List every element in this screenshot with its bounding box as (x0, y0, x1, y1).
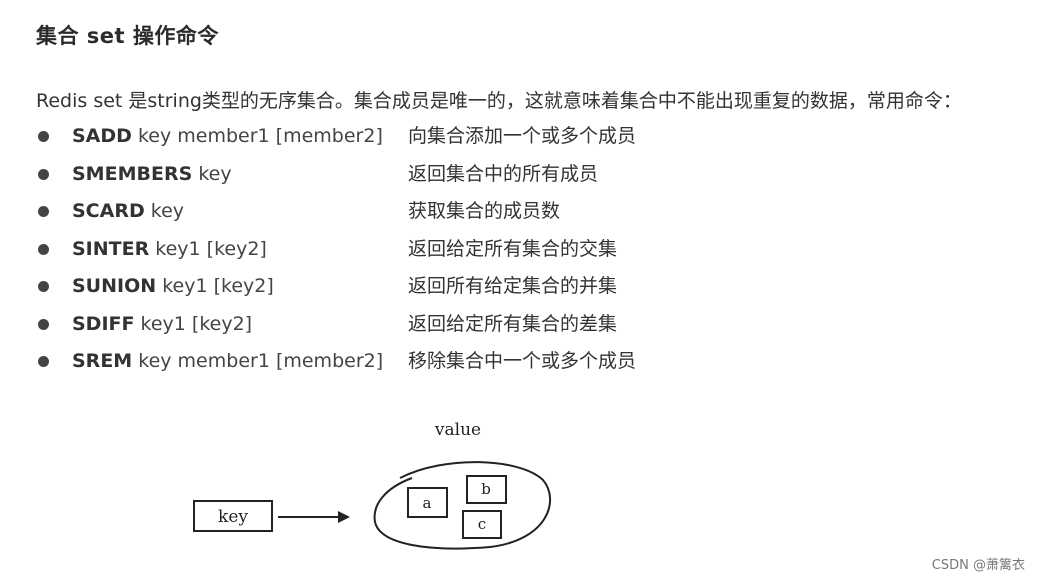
command-description: 返回给定所有集合的交集 (408, 237, 618, 260)
command-name: SCARD (72, 200, 145, 222)
command-item-sunion: SUNION key1 [key2] 返回所有给定集合的并集 (0, 268, 1000, 306)
command-syntax: SADD key member1 [member2] (72, 118, 383, 156)
member-box-c (462, 510, 502, 539)
command-syntax: SMEMBERS key (72, 156, 232, 194)
intro-text: Redis set 是string类型的无序集合。集合成员是唯一的，这就意味着集… (36, 90, 962, 112)
command-syntax: SUNION key1 [key2] (72, 268, 274, 306)
command-item-sadd: SADD key member1 [member2] 向集合添加一个或多个成员 (0, 118, 1000, 156)
command-syntax: SCARD key (72, 193, 184, 231)
command-description: 返回给定所有集合的差集 (408, 312, 618, 335)
bullet-icon (38, 281, 49, 292)
watermark: CSDN @萧篱衣 (931, 558, 1025, 573)
set-structure-diagram: value key a b c (193, 420, 552, 550)
command-args: key1 [key2] (155, 237, 267, 260)
key-label: key (218, 507, 248, 527)
command-syntax: SDIFF key1 [key2] (72, 306, 252, 344)
command-description: 返回集合中的所有成员 (408, 162, 599, 185)
command-list: SADD key member1 [member2] 向集合添加一个或多个成员 … (0, 118, 1000, 381)
bullet-icon (38, 243, 49, 255)
command-description: 移除集合中一个或多个成员 (408, 350, 637, 372)
command-item-smembers: SMEMBERS key 返回集合中的所有成员 (0, 156, 1000, 194)
command-args: key member1 [member2] (137, 125, 383, 147)
set-outline (373, 461, 552, 550)
command-name: SDIFF (72, 312, 135, 335)
member-label-a: a (423, 494, 432, 512)
command-args: key1 [key2] (162, 275, 274, 297)
bullet-icon (38, 131, 49, 142)
command-item-scard: SCARD key 获取集合的成员数 (0, 193, 1000, 231)
page-title: 集合 set 操作命令 (36, 24, 219, 48)
command-name: SUNION (72, 275, 157, 297)
command-name: SADD (72, 125, 132, 147)
bullet-icon (38, 168, 49, 180)
command-name: SMEMBERS (72, 162, 193, 185)
member-box-a (407, 487, 448, 518)
command-syntax: SREM key member1 [member2] (72, 343, 383, 381)
bullet-icon (38, 206, 49, 217)
bullet-icon (38, 356, 49, 367)
command-args: key1 [key2] (140, 312, 253, 335)
member-label-b: b (481, 480, 491, 498)
value-label: value (434, 420, 481, 440)
member-label-c: c (478, 515, 486, 533)
arrow-head-icon (338, 511, 350, 523)
command-name: SINTER (72, 237, 150, 260)
command-description: 向集合添加一个或多个成员 (408, 125, 637, 147)
command-args: key (198, 162, 232, 185)
bullet-icon (38, 318, 49, 330)
command-name: SREM (72, 350, 133, 372)
command-item-srem: SREM key member1 [member2] 移除集合中一个或多个成员 (0, 343, 1000, 381)
command-syntax: SINTER key1 [key2] (72, 231, 267, 269)
command-item-sdiff: SDIFF key1 [key2] 返回给定所有集合的差集 (0, 306, 1000, 344)
command-item-sinter: SINTER key1 [key2] 返回给定所有集合的交集 (0, 231, 1000, 269)
command-args: key member1 [member2] (138, 350, 384, 372)
command-args: key (150, 200, 185, 222)
command-description: 返回所有给定集合的并集 (408, 275, 618, 297)
member-box-b (466, 475, 507, 504)
command-description: 获取集合的成员数 (408, 200, 561, 222)
key-box (193, 500, 273, 532)
